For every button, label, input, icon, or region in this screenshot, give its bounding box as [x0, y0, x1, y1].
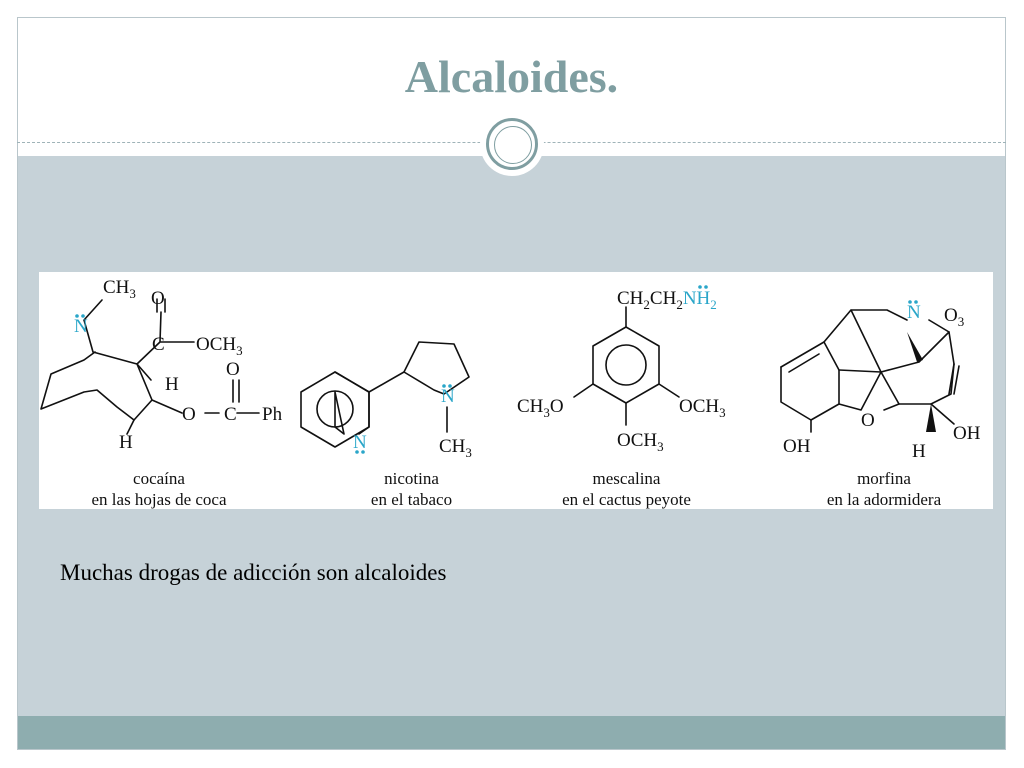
alkaloid-structures-figure: CH3 N O C OCH3 H O O C Ph H N CH3 N CH2C…	[39, 272, 993, 509]
lone-pair-dots	[75, 285, 918, 454]
morphine-n-label: N	[907, 302, 921, 323]
morphine-wedge-bond	[926, 404, 936, 432]
cocaine-structure	[40, 298, 260, 435]
body-text: Muchas drogas de adicción son alcaloides	[60, 560, 447, 585]
caption-morphine: morfina en la adormidera	[809, 468, 959, 510]
caption-morphine-source: en la adormidera	[826, 490, 942, 509]
cocaine-ph-label: Ph	[262, 404, 283, 425]
slide-title: Alcaloides.	[404, 51, 619, 102]
mescaline-och3-bottom-label: OCH3	[617, 430, 664, 454]
caption-mescaline: mescalina en el cactus peyote	[544, 468, 709, 510]
caption-cocaine-name: cocaína	[133, 469, 185, 488]
cocaine-o-label: O	[151, 288, 165, 309]
caption-nicotine-name: nicotina	[384, 469, 439, 488]
structures-svg: CH3 N O C OCH3 H O O C Ph H N CH3 N CH2C…	[40, 277, 981, 462]
nicotine-n-pyrrolidine-label: N	[441, 386, 455, 407]
mescaline-side-chain-label: CH2CH2NH2	[617, 288, 717, 312]
ring-outer	[486, 118, 538, 170]
morphine-bridge-wedge	[907, 332, 923, 362]
cocaine-h-label: H	[165, 374, 179, 395]
mescaline-structure	[573, 306, 680, 426]
cocaine-o2-label: O	[226, 359, 240, 380]
ring-ornament-icon	[480, 112, 544, 176]
caption-cocaine: cocaína en las hojas de coca	[89, 468, 229, 510]
morphine-structure	[780, 309, 960, 433]
morphine-o-label: O	[861, 410, 875, 431]
cocaine-o3-label: O	[182, 404, 196, 425]
cocaine-c-label: C	[152, 334, 165, 355]
morphine-oh-left-label: OH	[783, 436, 811, 457]
cocaine-ch3-label: CH3	[103, 277, 136, 301]
morphine-oh-right-label: OH	[953, 423, 981, 444]
footer-bar	[18, 716, 1005, 749]
mescaline-och3-right-label: OCH3	[679, 396, 726, 420]
cocaine-och3-label: OCH3	[196, 334, 243, 358]
caption-nicotine-source: en el tabaco	[370, 490, 453, 509]
nicotine-ch3-label: CH3	[439, 436, 472, 460]
nicotine-n-pyridine-label: N	[353, 432, 367, 453]
mescaline-ch3o-label: CH3O	[517, 396, 564, 420]
caption-mescaline-source: en el cactus peyote	[562, 490, 691, 509]
morphine-h-label: H	[912, 441, 926, 462]
cocaine-n-label: N	[74, 316, 88, 337]
nicotine-structure	[300, 341, 470, 448]
caption-nicotine: nicotina en el tabaco	[344, 468, 479, 510]
cocaine-c2-label: C	[224, 404, 237, 425]
ring-inner	[494, 126, 532, 164]
morphine-ch3-label: O3	[944, 305, 964, 329]
caption-morphine-name: morfina	[857, 469, 911, 488]
caption-cocaine-source: en las hojas de coca	[91, 490, 227, 509]
cocaine-h2-label: H	[119, 432, 133, 453]
caption-mescaline-name: mescalina	[592, 469, 661, 488]
